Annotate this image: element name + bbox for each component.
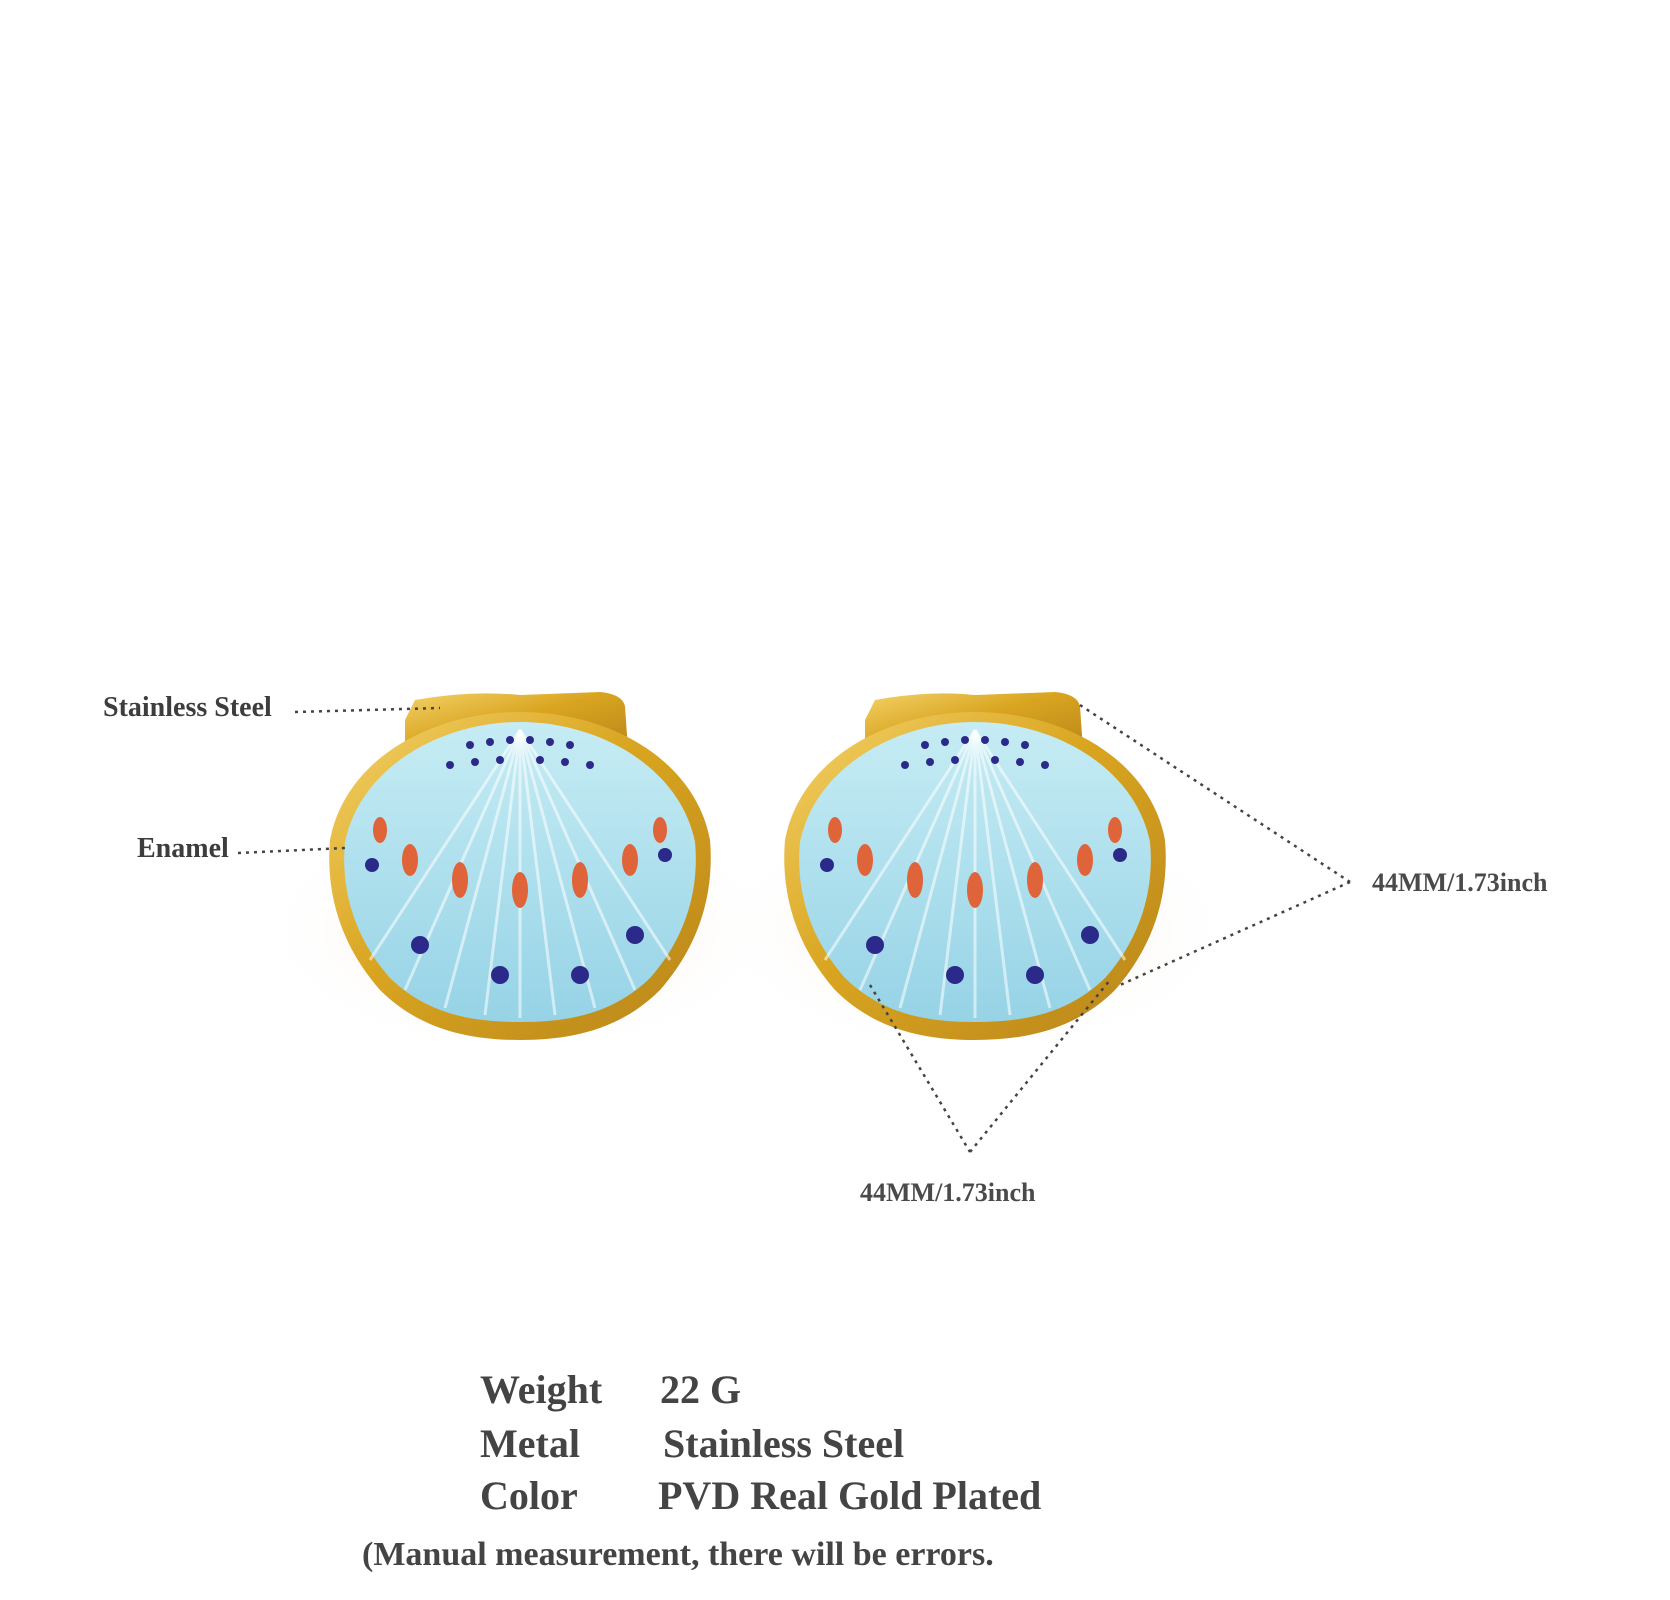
spec-key: Weight [480, 1367, 603, 1412]
spec-value: Stainless Steel [663, 1421, 905, 1466]
left-earring [250, 692, 790, 1060]
callout-lines [237, 703, 1351, 1153]
spec-value: PVD Real Gold Plated [658, 1473, 1042, 1518]
width-dimension-label: 44MM/1.73inch [860, 1178, 1036, 1207]
spec-key: Color [480, 1473, 578, 1518]
spec-value: 22 G [660, 1367, 742, 1412]
measurement-note: (Manual measurement, there will be error… [362, 1536, 994, 1573]
enamel-callout: Enamel [137, 833, 229, 864]
height-dimension-label: 44MM/1.73inch [1372, 868, 1548, 897]
spec-key: Metal [480, 1421, 580, 1466]
stainless-steel-callout: Stainless Steel [103, 692, 272, 723]
right-earring [705, 692, 1245, 1060]
